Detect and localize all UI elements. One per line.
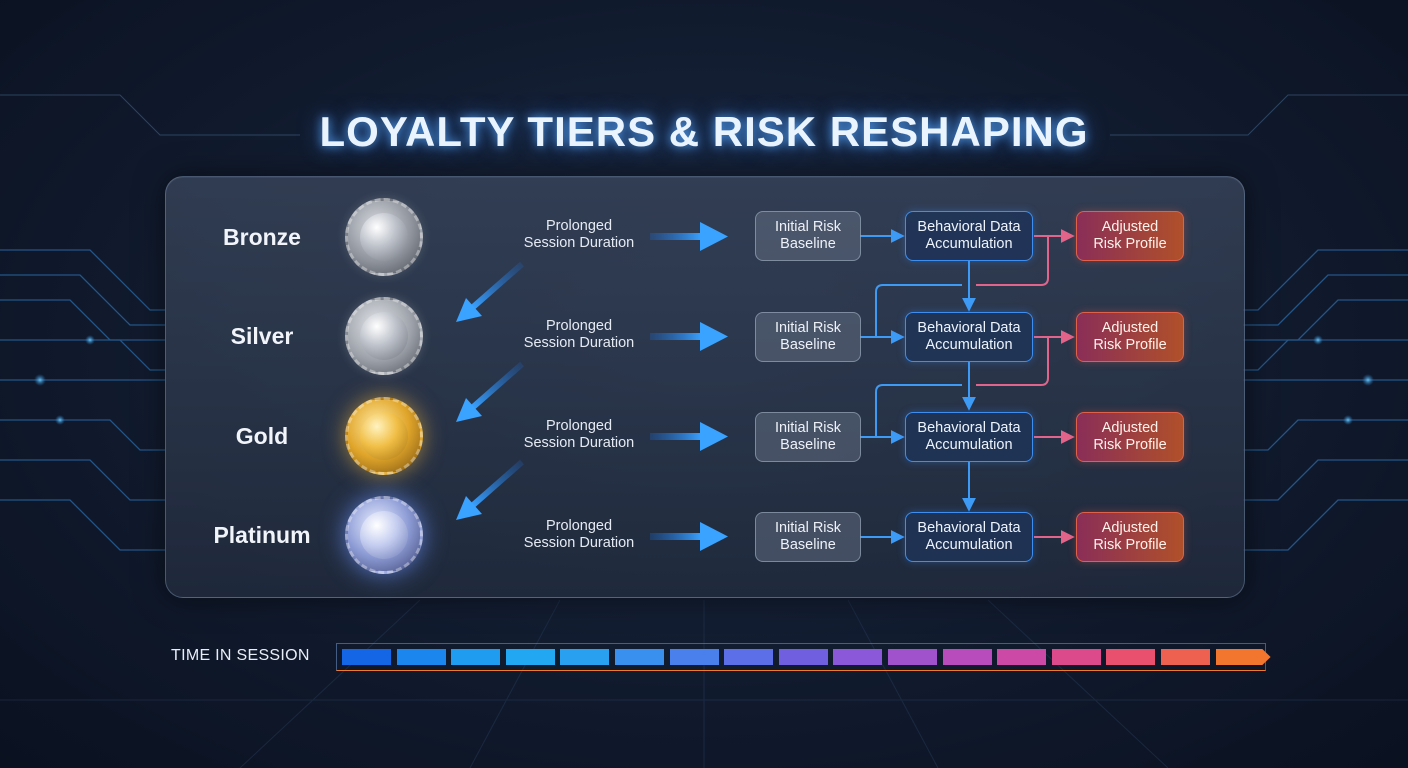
behavior-to-adjusted-connectors [976,229,1075,544]
trigger-arrow-platinum [650,522,728,551]
timeline-segment [724,649,774,665]
timeline-segment [1106,649,1156,665]
platinum-medal-icon [345,496,423,574]
timeline-segment [942,649,992,665]
timeline-segment [778,649,828,665]
gold-medal-icon [345,397,423,475]
timeline-segment [1161,649,1210,665]
timeline-segment [997,649,1047,665]
bronze-medal-icon [345,198,423,276]
tier-arrow-bronze-silver [456,261,524,322]
silver-medal-icon [345,297,423,375]
timeline-segment [1051,649,1101,665]
timeline-segment [669,649,719,665]
timeline-label: TIME IN SESSION [171,647,310,664]
timeline-segment [342,649,391,665]
timeline-segment [505,649,555,665]
tier-name-silver: Silver [230,323,294,349]
trigger-arrow-gold [650,422,728,451]
tier-name-bronze: Bronze [223,224,301,250]
timeline-segment [1215,649,1271,665]
timeline-segment [451,649,501,665]
initial-to-behavior-connectors [860,229,905,544]
tier-progression-arrows [456,261,524,520]
timeline-segment [833,649,883,665]
trigger-arrow-bronze [650,222,728,251]
timeline-segment [396,649,446,665]
timeline-segment [560,649,610,665]
tier-arrow-silver-gold [456,361,524,422]
trigger-arrows [650,222,728,551]
trigger-arrow-silver [650,322,728,351]
timeline-segment [615,649,664,665]
tier-arrow-gold-platinum [456,459,524,520]
tier-name-platinum: Platinum [213,522,311,548]
page-title: LOYALTY TIERS & RISK RESHAPING [319,108,1089,155]
behavior-chain-connectors [875,261,976,512]
timeline-segment [888,649,937,665]
tier-name-gold: Gold [235,423,289,449]
time-in-session-bar [336,643,1271,671]
